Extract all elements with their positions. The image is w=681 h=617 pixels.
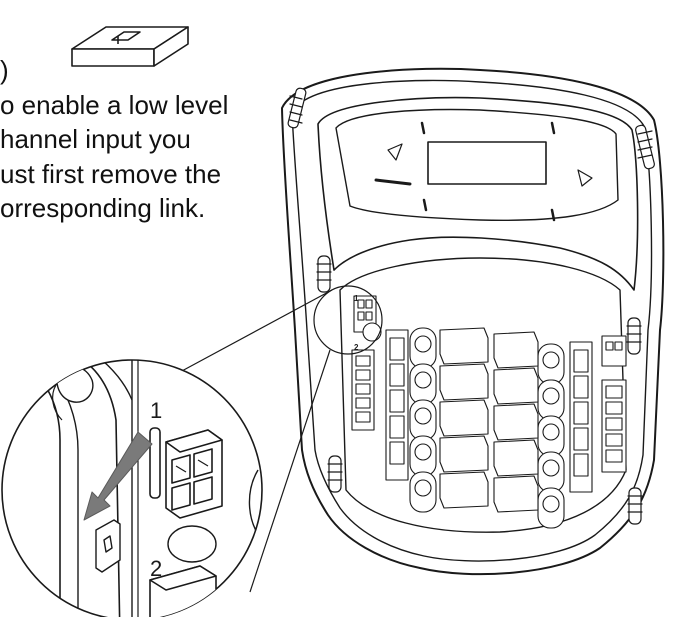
board-label-1: 1 xyxy=(354,294,359,303)
round-component xyxy=(167,525,217,563)
corner-screw-top-left xyxy=(287,87,307,129)
enclosure xyxy=(281,67,665,576)
connector-channel-2 xyxy=(149,565,217,617)
corner-screw-mid-left xyxy=(316,255,332,293)
zoom-detail-circle: 1 2 xyxy=(1,359,263,617)
zoom-indicator xyxy=(179,285,383,593)
capacitors-right xyxy=(537,343,565,529)
right-output-terminals xyxy=(601,335,627,473)
zoom-leader-line-bottom xyxy=(249,349,331,593)
removed-link-jumper xyxy=(95,519,121,573)
board-label-2: 2 xyxy=(354,343,359,352)
terminal-strip-left xyxy=(385,329,409,481)
zoom-leader-line-top xyxy=(179,289,333,373)
corner-screw-top-right xyxy=(635,124,655,170)
capacitors-left xyxy=(409,327,437,513)
connector-channel-1 xyxy=(149,427,223,519)
link-jumper-icon xyxy=(71,26,189,67)
zoom-source-circle xyxy=(313,285,383,355)
callout-label-1: 1 xyxy=(150,398,162,423)
left-input-terminals xyxy=(351,295,382,431)
removal-arrow xyxy=(83,431,153,521)
relays xyxy=(439,327,539,513)
callout-label-2: 2 xyxy=(150,556,162,581)
terminal-strip-right xyxy=(569,341,593,493)
corner-screw-bottom-right xyxy=(627,487,643,525)
corner-screw-mid-right xyxy=(626,317,642,355)
corner-screw-bottom-left xyxy=(327,455,343,493)
